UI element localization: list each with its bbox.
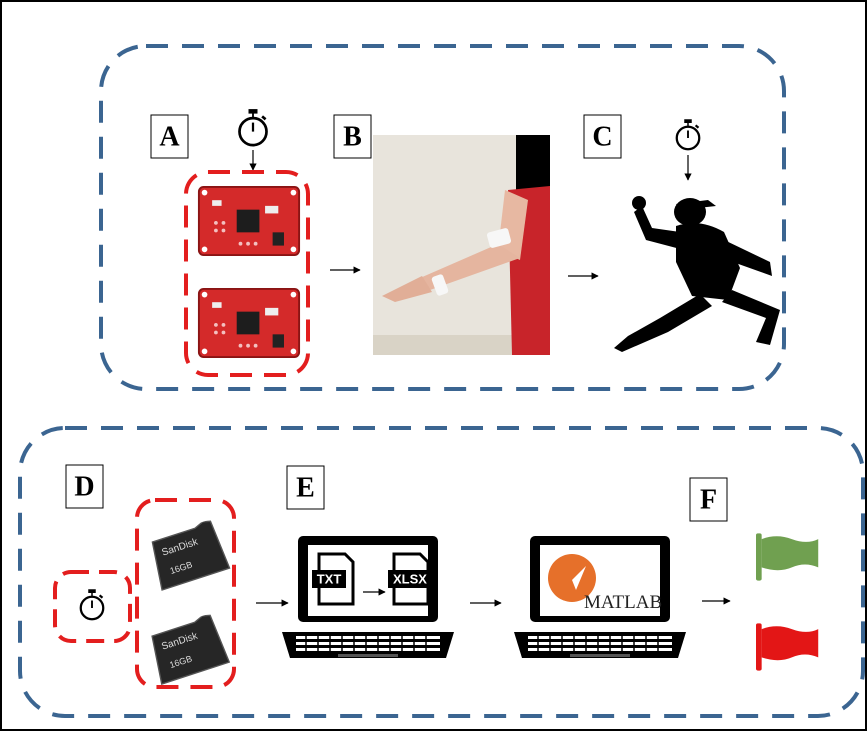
- processing-group-border: [18, 426, 865, 718]
- panel-e-label: E: [296, 473, 315, 504]
- acquisition-group-border: [99, 44, 786, 391]
- txt-file-label: TXT: [317, 572, 342, 587]
- xlsx-file-label: XLSX: [393, 572, 427, 587]
- stopwatch-icon: [79, 588, 105, 621]
- panel-e-box: [286, 465, 325, 510]
- panel-f-box: [689, 477, 728, 522]
- sd-card-icon: SanDisk 16GB: [145, 517, 231, 591]
- matlab-logo-icon: [548, 554, 596, 602]
- pitcher-silhouette-icon: [614, 196, 780, 352]
- panel-b-box: [333, 114, 372, 159]
- sensor-board-icon: [197, 185, 301, 257]
- file-icon: TXT: [312, 552, 355, 606]
- panel-c-box: [583, 114, 622, 159]
- stopwatch-icon: [675, 118, 701, 151]
- panel-f-label: F: [700, 485, 717, 516]
- flag-icon: [756, 533, 819, 581]
- sensor-placement-photo: [373, 135, 550, 355]
- sensor-highlight-box: [184, 170, 310, 377]
- panel-c-label: C: [592, 122, 612, 153]
- stopwatch-icon: [238, 108, 268, 147]
- panel-d-label: D: [74, 472, 94, 503]
- matlab-label: MATLAB: [584, 592, 662, 613]
- flag-icon: [756, 623, 819, 671]
- file-icon: XLSX: [388, 552, 432, 606]
- sensor-board-icon: [197, 287, 301, 359]
- panel-a-box: [150, 114, 189, 159]
- panel-d-box: [65, 464, 104, 509]
- stopwatch-highlight-box: [53, 570, 132, 643]
- sd-card-icon: SanDisk 16GB: [144, 611, 230, 685]
- panel-b-label: B: [343, 122, 362, 153]
- panel-a-label: A: [159, 122, 180, 153]
